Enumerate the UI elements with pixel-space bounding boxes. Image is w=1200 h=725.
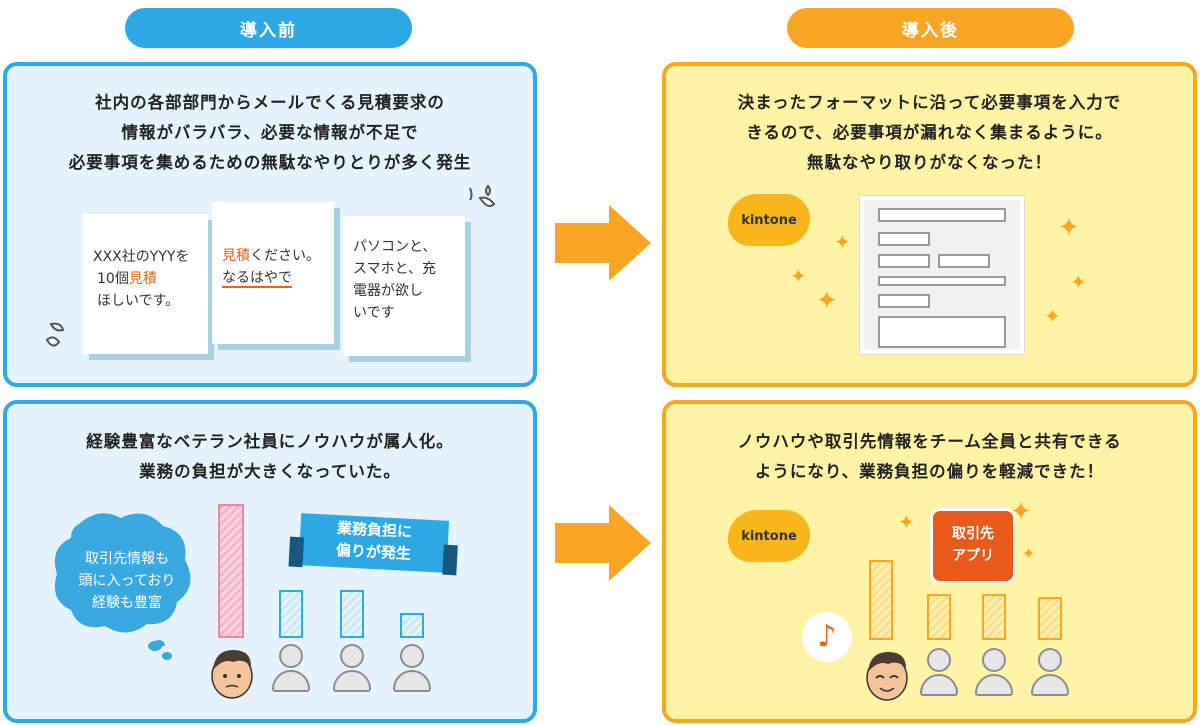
sweat-drops-icon [45,322,65,347]
arrow-right-icon [555,505,651,581]
text-line: 業務の負担が大きくなっていた。 [139,462,401,481]
thought-dots [148,641,172,660]
request-note-3: パソコンと、 スマホと、充 電器が欲し いです [343,216,465,356]
sparkle-icon: ✦ [1010,497,1032,527]
request-note-1: XXX社のYYYを 10個見積 ほしいです。 [83,214,208,354]
text-line: きるので、必要事項が漏れなく集まるように。 [746,123,1113,142]
before-email-text: 社内の各部部門からメールでくる見積要求の 情報がバラバラ、必要な情報が不足で 必… [7,88,533,178]
workload-bar [927,594,951,640]
sparkle-icon: ✦ [1044,304,1061,328]
note-highlight: 見積 [222,248,250,264]
member-workload-bar [340,590,364,638]
kintone-logo: kintone [728,194,810,246]
sparkle-icon: ✦ [790,264,807,288]
member-person-icon [272,644,310,694]
sparkle-icon: ✦ [898,510,915,534]
member-workload-bar [279,590,303,638]
app-label-line: アプリ [952,548,994,564]
note-text: スマホと、充 [353,261,437,277]
text-line: 情報がバラバラ、必要な情報が不足で [121,123,419,142]
text-line: 決まったフォーマットに沿って必要事項を入力で [737,93,1122,112]
before-knowhow-panel: 経験豊富なベテラン社員にノウハウが属人化。 業務の負担が大きくなっていた。 取引… [3,400,537,723]
member-person-icon [333,644,371,694]
sparkle-icon: ✦ [816,286,838,316]
member-person-icon [920,648,958,698]
app-label-line: 取引先 [952,526,994,542]
text-line: 必要事項を集めるための無駄なやりとりが多く発生 [68,153,472,172]
text-line: 経験豊富なベテラン社員にノウハウが属人化。 [86,432,454,451]
note-text: 10個 [97,271,129,287]
music-note-icon: ♪ [817,619,837,654]
text-line: 無駄なやり取りがなくなった！ [807,153,1052,172]
member-person-icon [393,644,431,694]
text-line: 社内の各部部門からメールでくる見積要求の [95,93,445,112]
text-line: ノウハウや取引先情報をチーム全員と共有できる [737,432,1122,451]
before-knowhow-text: 経験豊富なベテラン社員にノウハウが属人化。 業務の負担が大きくなっていた。 [7,427,533,487]
bubble-line: 取引先情報も [85,551,169,567]
workload-bar [869,560,893,640]
after-label: 導入後 [787,8,1074,48]
arrow-right-icon [555,205,651,281]
sparkle-icon: ✦ [834,230,851,254]
request-note-2: 見積ください。 なるはやで [212,202,334,344]
after-format-panel: 決まったフォーマットに沿って必要事項を入力で きるので、必要事項が漏れなく集まる… [662,62,1197,387]
workload-banner: 業務負担に 偏りが発生 [288,507,460,576]
sparkle-icon: ✦ [1022,544,1036,563]
note-highlight: 見積 [128,271,157,287]
bubble-text: 取引先情報も 頭に入っており 経験も豊富 [65,548,189,614]
after-format-text: 決まったフォーマットに沿って必要事項を入力で きるので、必要事項が漏れなく集まる… [666,88,1193,178]
note-underlined-text: なるはやで [222,270,292,288]
smiling-veteran-avatar [866,652,908,701]
bubble-line: 経験も豊富 [92,595,162,611]
veteran-workload-bar [218,504,244,638]
kintone-logo: kintone [728,510,810,562]
before-label: 導入前 [125,8,412,48]
worried-veteran-avatar [211,650,253,699]
client-app-icon: 取引先 アプリ [930,508,1016,584]
input-form-icon [860,196,1024,354]
sparkle-icon: ✦ [1070,270,1087,294]
note-text: XXX社のYYYを [93,249,190,265]
member-workload-bar [400,613,424,638]
note-text: パソコンと、 [353,239,437,255]
sweat-drops-icon [469,184,496,207]
after-shared-panel: ノウハウや取引先情報をチーム全員と共有できる ようになり、業務負担の偏りを軽減で… [662,400,1197,723]
note-text: いです [353,305,395,321]
bubble-line: 頭に入っており [78,573,176,589]
after-shared-text: ノウハウや取引先情報をチーム全員と共有できる ようになり、業務負担の偏りを軽減で… [666,427,1193,487]
note-text: ほしいです。 [97,293,180,309]
workload-bar [1038,597,1062,640]
text-line: ようになり、業務負担の偏りを軽減できた！ [754,462,1105,481]
music-bubble: ♪ [802,612,852,662]
before-email-panel: 社内の各部部門からメールでくる見積要求の 情報がバラバラ、必要な情報が不足で 必… [3,62,537,387]
workload-bar [982,594,1006,640]
member-person-icon [975,648,1013,698]
member-person-icon [1031,648,1069,698]
note-text: ください。 [250,248,320,264]
sparkle-icon: ✦ [1058,213,1080,243]
note-text: 電器が欲し [353,283,423,299]
